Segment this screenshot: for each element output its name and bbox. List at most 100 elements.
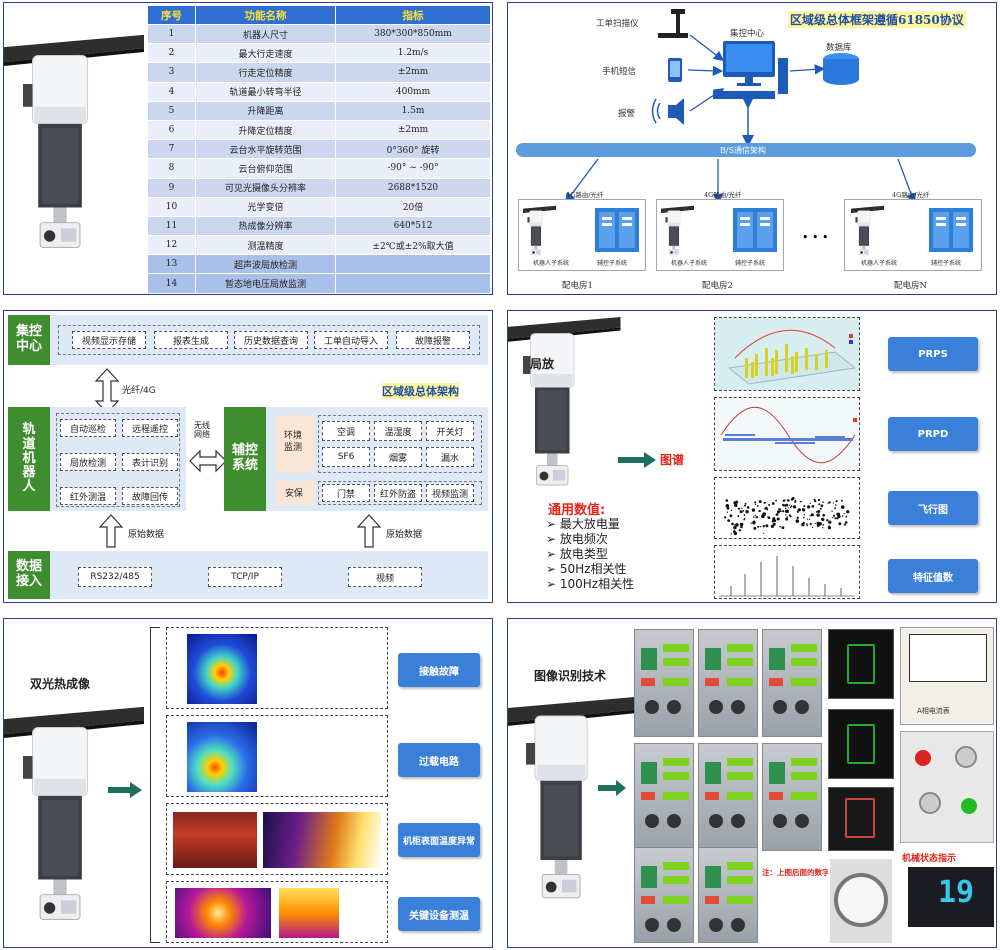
device-panel-image [634, 743, 694, 851]
key-device-button[interactable]: 关键设备测温 [398, 897, 480, 931]
substation-robot-icon [523, 205, 557, 256]
raw-data-arrow-right [356, 514, 382, 548]
flight-button[interactable]: 飞行图 [888, 491, 978, 525]
scatter-dot [807, 518, 809, 520]
scatter-dot [784, 504, 787, 507]
dashed-item: 远程遥控 [122, 419, 178, 437]
substation-robot-icon [661, 205, 695, 256]
dashed-item: 烟雾 [374, 447, 422, 467]
link-top-label: 光纤/4G [122, 386, 156, 396]
scatter-dot [787, 507, 789, 509]
prpd-button[interactable]: PRPD [888, 417, 978, 451]
scatter-dot [756, 505, 759, 507]
scatter-dot [809, 515, 811, 517]
robot-image [508, 316, 621, 486]
row-spec: 20倍 [335, 196, 491, 217]
alarm-label: 报警 [618, 109, 636, 119]
digit-display-4: 19 [908, 867, 994, 927]
scatter-dot [828, 520, 832, 524]
scatter-dot [816, 523, 820, 527]
row-index: 14 [147, 273, 196, 294]
thermal-image-2 [187, 722, 257, 792]
dashed-item: TCP/IP [208, 567, 282, 587]
scatter-dot [808, 518, 811, 520]
scatter-dot [803, 514, 805, 516]
overload-button[interactable]: 过载电路 [398, 743, 480, 777]
row-function: 机器人尺寸 [195, 23, 336, 45]
aux-box: 辅控 系统 [224, 407, 266, 511]
contact-fault-button[interactable]: 接触故障 [398, 653, 480, 687]
scatter-dot [814, 522, 816, 525]
row-function: 可见光摄像头分辨率 [195, 177, 336, 198]
scatter-dot [775, 513, 779, 516]
scatter-dot [757, 525, 760, 528]
scatter-dot [845, 515, 848, 518]
scatter-dot [762, 512, 766, 516]
scatter-dot [786, 516, 788, 518]
row-index: 3 [147, 62, 196, 83]
scatter-dot [762, 525, 765, 528]
row-spec: ±2mm [335, 119, 491, 141]
scatter-dot [801, 522, 805, 527]
prpd-thumb [714, 397, 860, 471]
scatter-dot [754, 501, 757, 504]
scatter-dot [758, 510, 760, 512]
scatter-dot [776, 510, 781, 514]
scatter-dot [815, 511, 818, 513]
scatter-dot [797, 508, 801, 512]
flight-image [715, 478, 859, 538]
scatter-dot [772, 522, 776, 526]
center-label: 集控中心 [730, 29, 765, 39]
scatter-dot [779, 508, 782, 511]
row-index: 8 [147, 158, 196, 179]
scatter-dot [731, 522, 734, 526]
pd-value-item: ➢ 100Hz相关性 [546, 577, 634, 592]
scatter-dot [765, 524, 769, 528]
row-spec: 1.5m [335, 100, 491, 121]
scatter-dot [744, 504, 746, 507]
scatter-dot [802, 508, 806, 512]
router-label-2: 4G路由/光纤 [704, 191, 742, 199]
feature-button[interactable]: 特征值数 [888, 559, 978, 593]
scatter-dot [730, 509, 733, 511]
room-label-1: 配电房1 [562, 281, 593, 291]
pd-label: 局放 [530, 357, 555, 371]
dashed-item: 门禁 [322, 484, 370, 502]
scatter-dot [727, 519, 730, 522]
phone-label: 手机短信 [602, 67, 637, 77]
scatter-dot [811, 505, 815, 508]
scatter-dot [750, 522, 752, 524]
dashed-item: 视频显示存储 [72, 331, 146, 349]
header-index: 序号 [147, 5, 196, 25]
scatter-dot [733, 524, 736, 526]
scatter-dot [739, 522, 744, 527]
scatter-dot [791, 497, 795, 500]
scatter-dot [834, 507, 836, 510]
router-label-n: 4G路由/光纤 [892, 191, 930, 199]
prps-button[interactable]: PRPS [888, 337, 978, 371]
pd-value-item: ➢ 50Hz相关性 [546, 562, 634, 577]
prpd-image [715, 398, 859, 470]
dashed-item: 红外防盗 [374, 484, 422, 502]
row-index: 9 [147, 177, 196, 198]
feature-image [715, 546, 859, 598]
scatter-dot [780, 510, 782, 513]
scatter-dot [738, 529, 742, 532]
router-label-1: 4G路由/光纤 [566, 191, 604, 199]
device-panel-image [762, 629, 822, 737]
scatter-dot [795, 519, 800, 523]
thermal-arrow [108, 782, 142, 798]
scatter-dot [788, 514, 791, 516]
bullet-icon: ➢ [546, 547, 560, 561]
cabinet-temp-button[interactable]: 机柜表面温度异常 [398, 823, 480, 857]
device-panel-image [698, 743, 758, 851]
bullet-icon: ➢ [546, 562, 560, 576]
header-spec: 指标 [335, 5, 491, 25]
pd-value-item: ➢ 放电频次 [546, 532, 634, 547]
